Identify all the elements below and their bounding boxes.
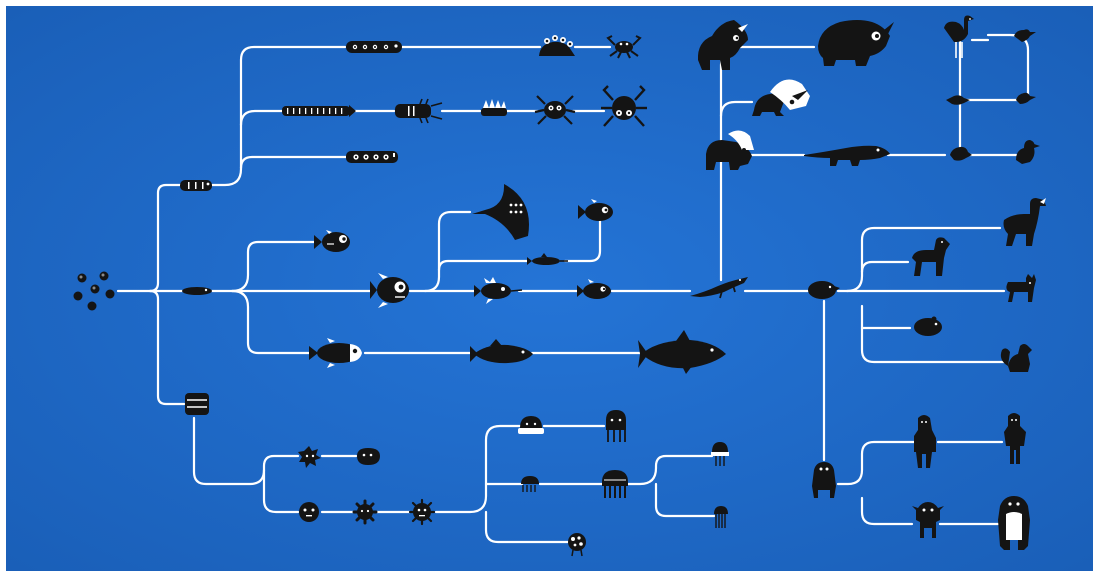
gorilla-icon (998, 496, 1030, 550)
barrel-sponge-icon (185, 393, 209, 415)
goblin-icon (912, 502, 944, 538)
beetle-icon (395, 98, 443, 124)
triceratops-icon (818, 20, 894, 66)
dinosaur-icon (697, 20, 748, 70)
crocodile-icon (804, 145, 890, 166)
cell-cluster-icon (73, 271, 115, 311)
ape-icon (812, 462, 836, 498)
segmented-worm-icon (180, 180, 212, 191)
spiny-fish-icon (474, 277, 523, 304)
jellyfish-icon (521, 476, 539, 492)
star-polyp-icon (298, 446, 321, 468)
diagram-background (6, 6, 1093, 571)
needlefish-icon (527, 253, 568, 265)
human-icon (1004, 413, 1026, 464)
bird-icon (950, 146, 972, 161)
jellyfish-icon (714, 506, 728, 528)
horse-icon (912, 237, 950, 276)
caterpillar-icon (346, 151, 398, 163)
jellyfish-icon (711, 442, 729, 466)
jellyfish-icon (602, 470, 628, 498)
big-spider-icon (601, 85, 647, 127)
fish-icon (370, 273, 409, 308)
fish-icon (577, 279, 611, 299)
ostrich-icon (944, 15, 974, 58)
lizard-icon (690, 277, 748, 299)
caterpillar-icon (346, 41, 402, 53)
ball-icon (299, 502, 319, 522)
shark-icon (638, 330, 726, 374)
snail-icon (539, 35, 575, 56)
bird-icon (946, 95, 970, 105)
squirrel-icon (1000, 344, 1032, 372)
blob-icon (357, 448, 380, 465)
creatures (73, 15, 1046, 557)
bird-icon (1014, 29, 1036, 42)
duck-icon (1016, 140, 1040, 164)
gear-cell-icon (352, 499, 378, 525)
caveman-icon (914, 415, 936, 468)
spiky-cell-icon (408, 498, 436, 526)
fish-icon (309, 338, 362, 368)
ceratopsian-icon (752, 79, 810, 116)
ray-icon (472, 184, 529, 240)
spiny-bug-icon (481, 99, 507, 116)
cat-icon (1006, 274, 1036, 302)
jellyfish-icon (518, 416, 544, 434)
branch-lines (116, 33, 1030, 544)
spore-icon (568, 533, 586, 557)
bird-icon (1016, 92, 1036, 104)
dinosaur-icon (706, 130, 754, 170)
rodent-icon (808, 281, 840, 299)
crab-icon (606, 35, 642, 59)
eel-larva-icon (182, 287, 212, 295)
bass-icon (470, 339, 533, 364)
hamster-icon (914, 316, 942, 336)
fish-icon (578, 199, 613, 221)
spider-icon (534, 95, 576, 125)
fish-icon (314, 230, 350, 252)
millipede-icon (282, 105, 356, 117)
llama-icon (1003, 198, 1046, 246)
squid-icon (606, 410, 626, 442)
